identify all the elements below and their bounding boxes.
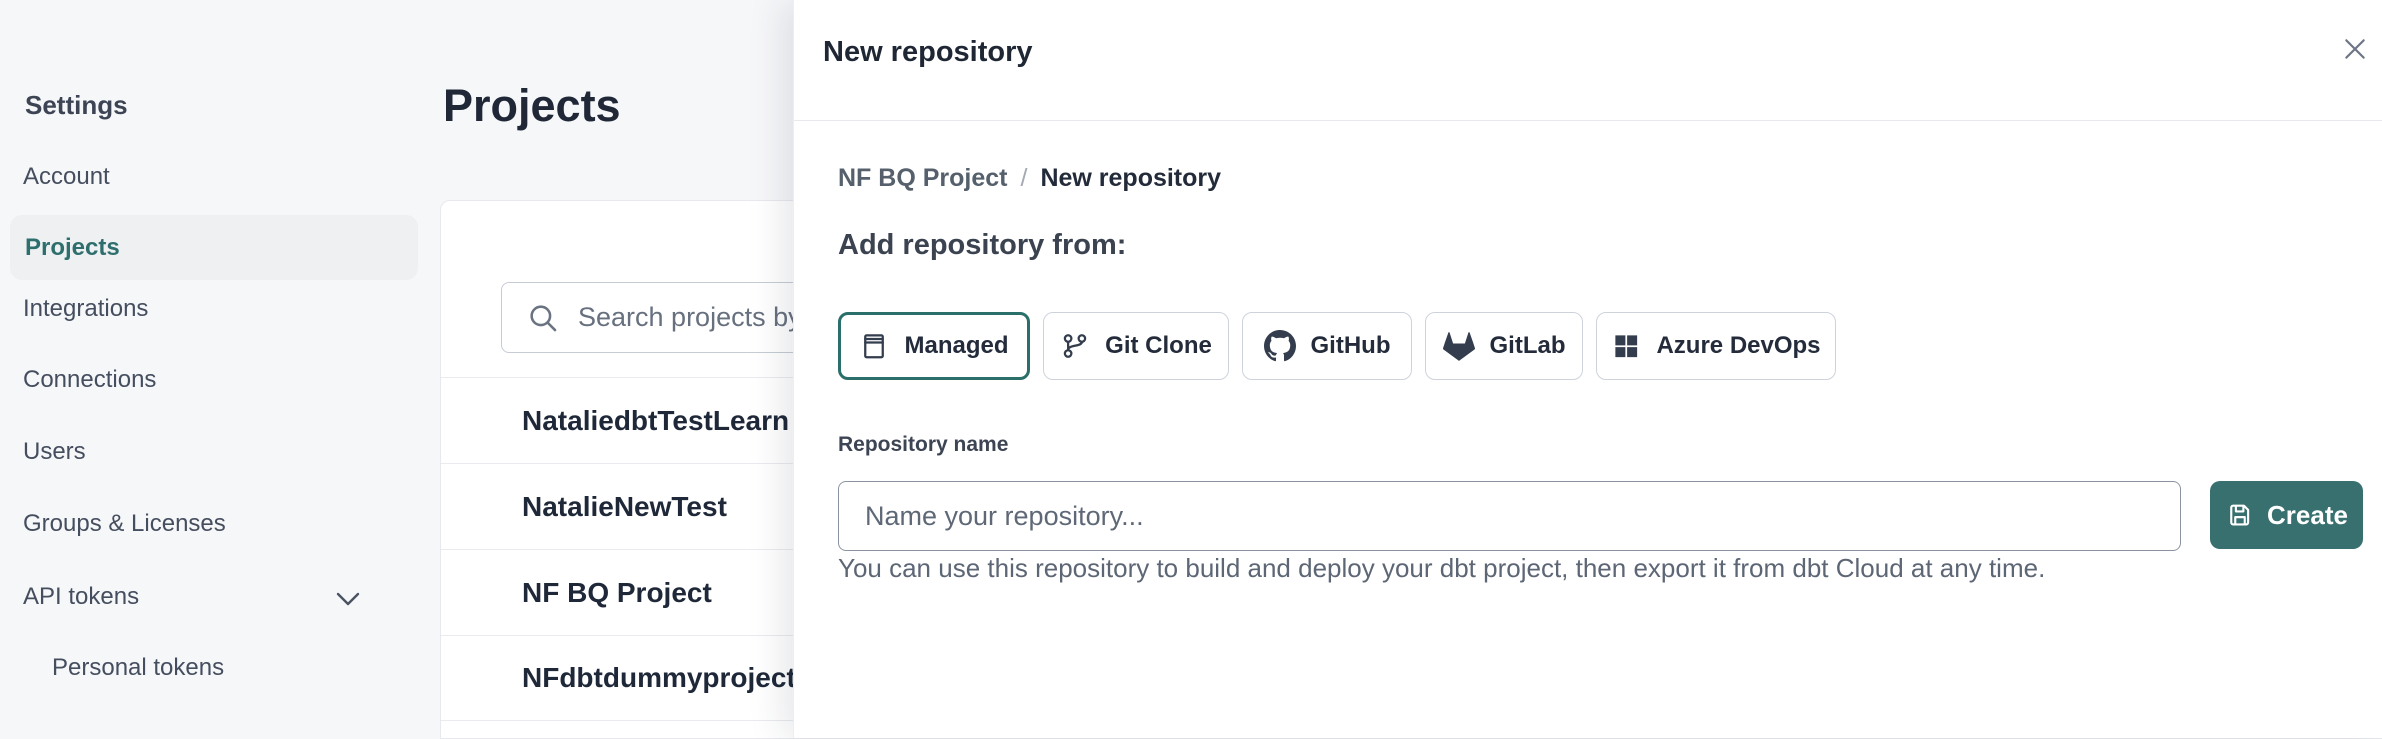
chevron-down-icon[interactable]: [335, 590, 361, 608]
github-icon: [1263, 330, 1296, 362]
create-button-label: Create: [2267, 499, 2348, 530]
sidebar-item-users[interactable]: Users: [23, 438, 86, 465]
repository-name-label: Repository name: [838, 433, 1009, 456]
source-option-gitlab[interactable]: GitLab: [1425, 312, 1583, 380]
project-name: NF BQ Project: [522, 576, 712, 608]
project-name: NataliedbtTestLearn T: [522, 404, 814, 436]
search-icon: [530, 304, 557, 331]
breadcrumb-parent[interactable]: NF BQ Project: [838, 164, 1008, 192]
close-icon: [2345, 39, 2365, 59]
breadcrumb-current: New repository: [1040, 164, 1222, 192]
project-name: NatalieNewTest: [522, 490, 727, 522]
repository-name-input[interactable]: [838, 481, 2181, 551]
close-button[interactable]: [2338, 32, 2372, 66]
modal-title: New repository: [823, 36, 1033, 68]
source-option-label: GitHub: [1310, 332, 1391, 359]
source-option-label: Git Clone: [1105, 332, 1212, 359]
sidebar-item-integrations[interactable]: Integrations: [23, 295, 149, 322]
source-option-label: GitLab: [1489, 332, 1566, 359]
source-option-github[interactable]: GitHub: [1242, 312, 1412, 380]
sidebar-item-groups-licenses[interactable]: Groups & Licenses: [23, 510, 226, 537]
repository-source-options: Managed Git Clone GitHub GitLab: [838, 312, 1836, 380]
sidebar-item-api-tokens[interactable]: API tokens: [23, 583, 140, 610]
managed-repo-icon: [864, 334, 885, 359]
sidebar-item-personal-tokens[interactable]: Personal tokens: [52, 654, 225, 681]
source-option-label: Azure DevOps: [1656, 332, 1821, 359]
page-title: Projects: [443, 80, 621, 131]
create-button[interactable]: Create: [2210, 481, 2363, 549]
source-option-label: Managed: [904, 332, 1009, 359]
new-repository-modal: New repository NF BQ Project / New repos…: [793, 0, 2382, 738]
source-option-managed[interactable]: Managed: [838, 312, 1030, 380]
sidebar-item-account[interactable]: Account: [23, 163, 110, 190]
breadcrumb-separator: /: [1020, 164, 1028, 192]
source-option-azure-devops[interactable]: Azure DevOps: [1596, 312, 1836, 380]
breadcrumb: NF BQ Project / New repository: [838, 164, 1221, 193]
sidebar-item-projects[interactable]: Projects: [10, 215, 418, 280]
add-repository-heading: Add repository from:: [838, 229, 1127, 261]
sidebar-item-connections[interactable]: Connections: [23, 366, 157, 393]
modal-header: New repository: [794, 0, 2382, 121]
project-name: NFdbtdummyproject: [522, 662, 796, 693]
save-icon: [2230, 504, 2250, 526]
git-branch-icon: [1063, 334, 1087, 358]
sidebar-title: Settings: [25, 90, 128, 120]
repository-helper-text: You can use this repository to build and…: [838, 553, 2046, 583]
settings-sidebar: Settings Account Projects Integrations C…: [0, 0, 440, 738]
source-option-git-clone[interactable]: Git Clone: [1043, 312, 1229, 380]
sidebar-item-label: Projects: [25, 233, 120, 261]
gitlab-icon: [1442, 332, 1475, 361]
azure-devops-icon: [1615, 335, 1638, 358]
